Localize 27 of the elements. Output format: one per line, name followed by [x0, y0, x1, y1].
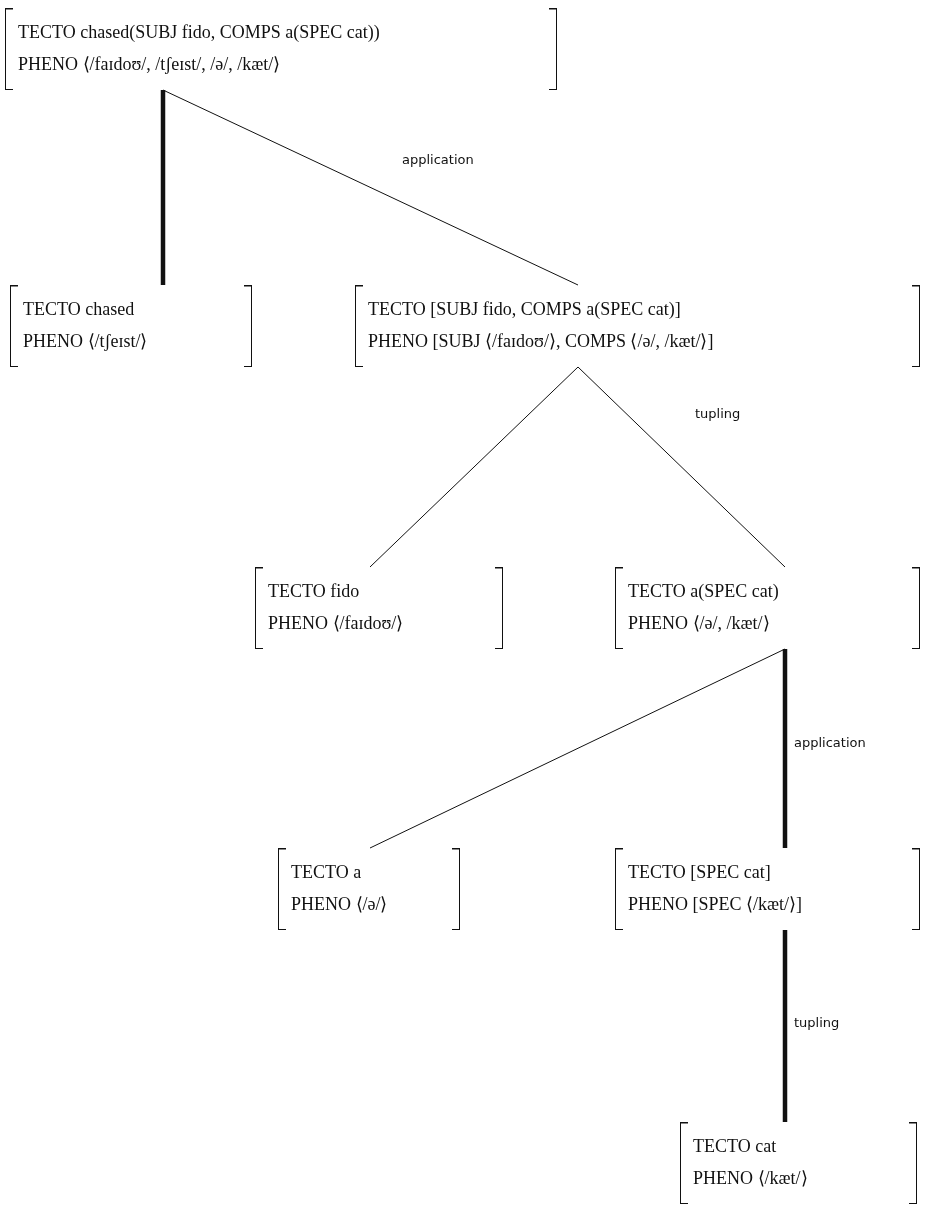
feature-value-row-text: PHENO ⟨/kæt/⟩ [693, 1167, 808, 1190]
feature-value-row-text: TECTO [SUBJ fido, COMPS a(SPEC cat)] [368, 298, 681, 321]
feature-value-row-text: TECTO a(SPEC cat) [628, 580, 779, 603]
edge-label: tupling [792, 1015, 842, 1030]
feature-value-row-text: PHENO [SUBJ ⟨/faɪdoʊ/⟩, COMPS ⟨/ə/, /kæt/⟩] [368, 330, 714, 353]
feature-value-row-text: PHENO ⟨/faɪdoʊ/⟩ [268, 612, 404, 635]
tree-branch [369, 366, 579, 568]
feature-value-row-text: TECTO fido [268, 580, 360, 603]
edge-label: application [400, 152, 476, 167]
feature-value-row-text: TECTO cat [693, 1135, 777, 1158]
feature-value-row-text: TECTO a [291, 861, 362, 884]
feature-value-row-text: TECTO chased [23, 298, 135, 321]
feature-value-row-text: PHENO ⟨/ə/⟩ [291, 893, 388, 916]
feature-value-row-text: PHENO [SPEC ⟨/kæt/⟩] [628, 893, 803, 916]
tree-branch [160, 90, 166, 285]
tree-branch [577, 366, 786, 568]
tree-branch [782, 649, 788, 848]
edge-label: application [792, 735, 868, 750]
feature-value-row-text: PHENO ⟨/ə/, /kæt/⟩ [628, 612, 770, 635]
feature-value-row-text: TECTO chased(SUBJ fido, COMPS a(SPEC cat)) [18, 21, 380, 44]
tree-branch [782, 930, 788, 1122]
edge-label: tupling [693, 406, 743, 421]
feature-value-row-text: TECTO [SPEC cat] [628, 861, 771, 884]
tree-branch [162, 89, 579, 286]
feature-value-row-text: PHENO ⟨/faɪdoʊ/, /tʃeɪst/, /ə/, /kæt/⟩ [18, 53, 281, 76]
tree-branch [369, 648, 786, 849]
feature-value-row-text: PHENO ⟨/tʃeɪst/⟩ [23, 330, 148, 353]
